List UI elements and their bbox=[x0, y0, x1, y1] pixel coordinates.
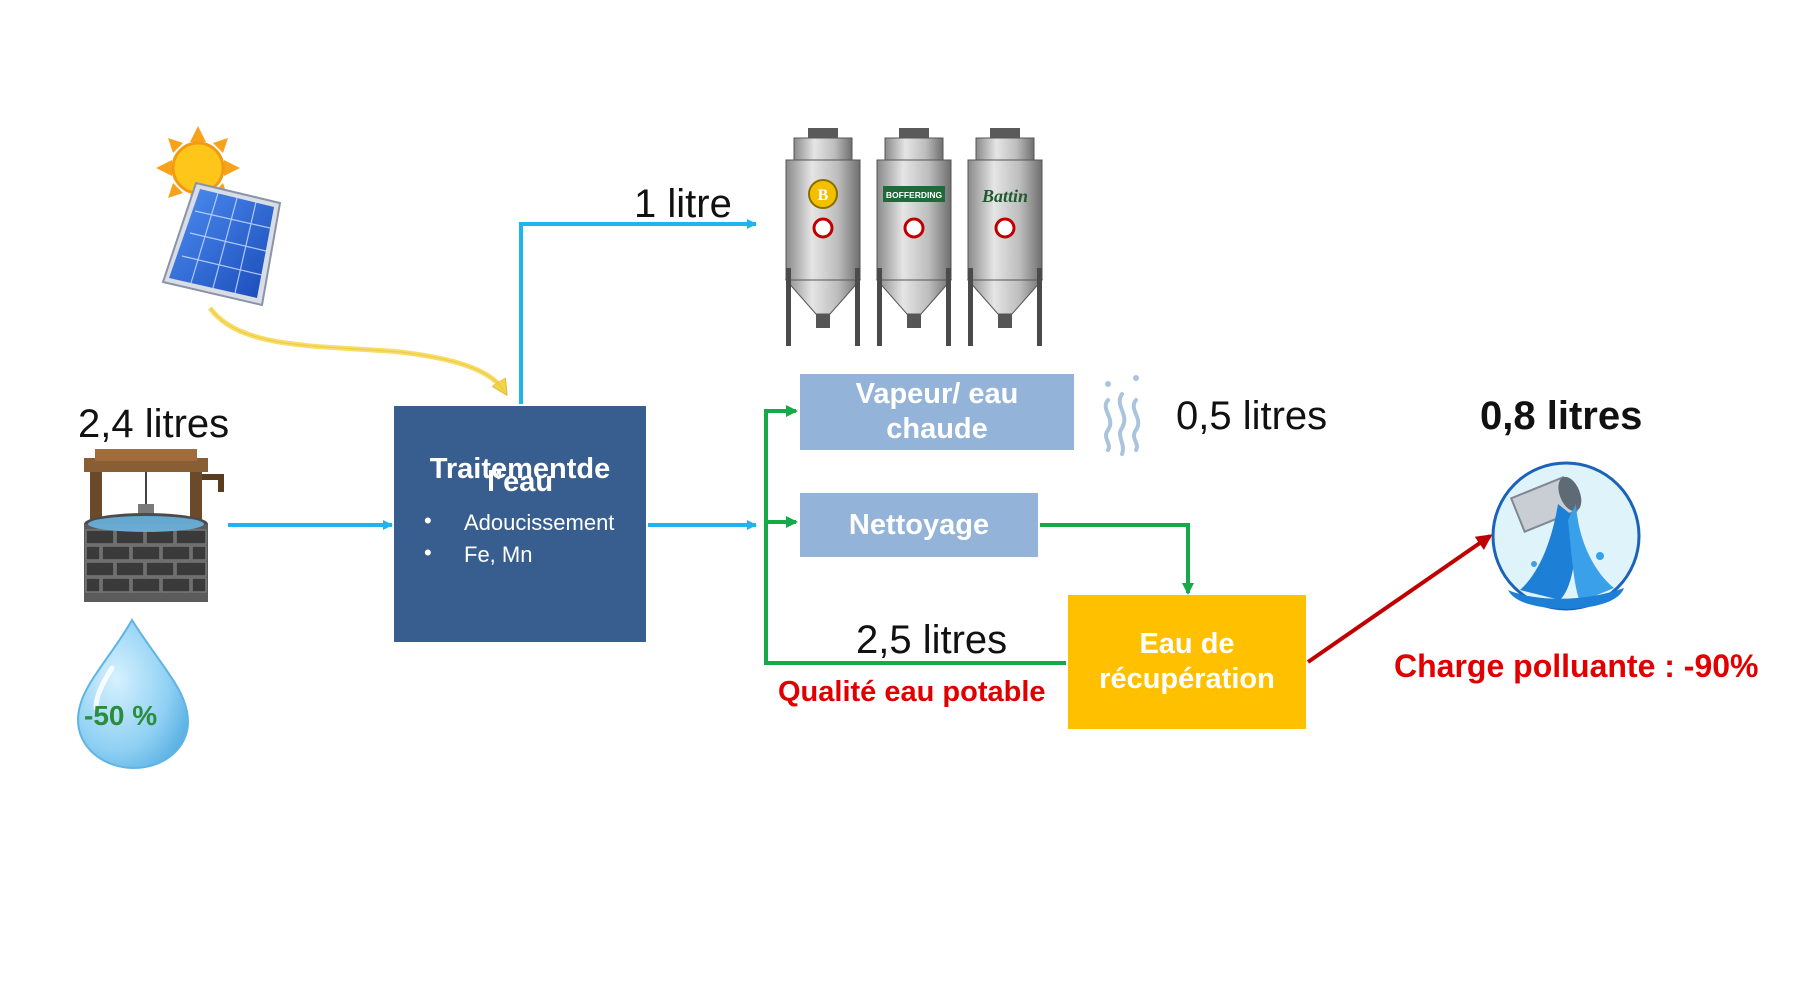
flow-arrow-discharge bbox=[1306, 534, 1493, 664]
recovery-water-box: Eau de récupération bbox=[1068, 595, 1306, 729]
treatment-title-line2: l’eau bbox=[486, 466, 554, 498]
vapor-volume-label: 0,5 litres bbox=[1176, 394, 1328, 438]
cleaning-box: Nettoyage bbox=[800, 493, 1038, 557]
input-volume-label: 2,4 litres bbox=[78, 402, 230, 446]
solar-energy-arrow bbox=[207, 306, 505, 392]
potable-volume-label: 2,5 litres bbox=[856, 618, 1008, 662]
water-drop-icon bbox=[76, 618, 190, 770]
solar-panel-icon bbox=[161, 181, 282, 307]
brewing-tank-icon: B bbox=[784, 128, 862, 346]
pollution-charge-label: Charge polluante : -90% bbox=[1394, 648, 1759, 684]
output-volume-label: 0,8 litres bbox=[1480, 394, 1643, 438]
recovery-title-line1: Eau de bbox=[1139, 628, 1235, 661]
cleaning-title: Nettoyage bbox=[848, 508, 990, 541]
water-treatment-box: Traitementde l’eau •Adoucissement •Fe, M… bbox=[394, 406, 646, 642]
svg-text:B: B bbox=[818, 187, 829, 204]
treatment-bullet-list: •Adoucissement •Fe, Mn bbox=[394, 507, 646, 574]
treatment-bullet-fe-mn: •Fe, Mn bbox=[424, 539, 533, 567]
water-reduction-label: -50 % bbox=[84, 700, 158, 731]
vapor-title-line1: Vapeur/ eau bbox=[855, 378, 1019, 411]
drain-pipe-icon bbox=[1491, 461, 1641, 611]
svg-text:BOFFERDING: BOFFERDING bbox=[886, 190, 943, 200]
steam-icon bbox=[1103, 375, 1141, 456]
recovery-title-line2: récupération bbox=[1099, 663, 1275, 695]
vapor-hot-water-box: Vapeur/ eau chaude bbox=[800, 374, 1074, 450]
recycled-water-lines bbox=[764, 405, 1194, 665]
brewing-tank-icon: BOFFERDING bbox=[875, 128, 953, 346]
vapor-title-line2: chaude bbox=[886, 413, 988, 445]
potable-quality-label: Qualité eau potable bbox=[778, 676, 1046, 708]
svg-text:Battin: Battin bbox=[981, 186, 1028, 206]
beer-volume-label: 1 litre bbox=[634, 182, 732, 226]
brewing-tank-icon: Battin bbox=[966, 128, 1044, 346]
sun-icon bbox=[156, 126, 240, 210]
treatment-title-line1: Traitementde bbox=[429, 453, 611, 486]
flow-arrow-beer bbox=[519, 219, 757, 404]
treatment-bullet-softening: •Adoucissement bbox=[424, 507, 615, 535]
well-icon bbox=[84, 449, 224, 602]
